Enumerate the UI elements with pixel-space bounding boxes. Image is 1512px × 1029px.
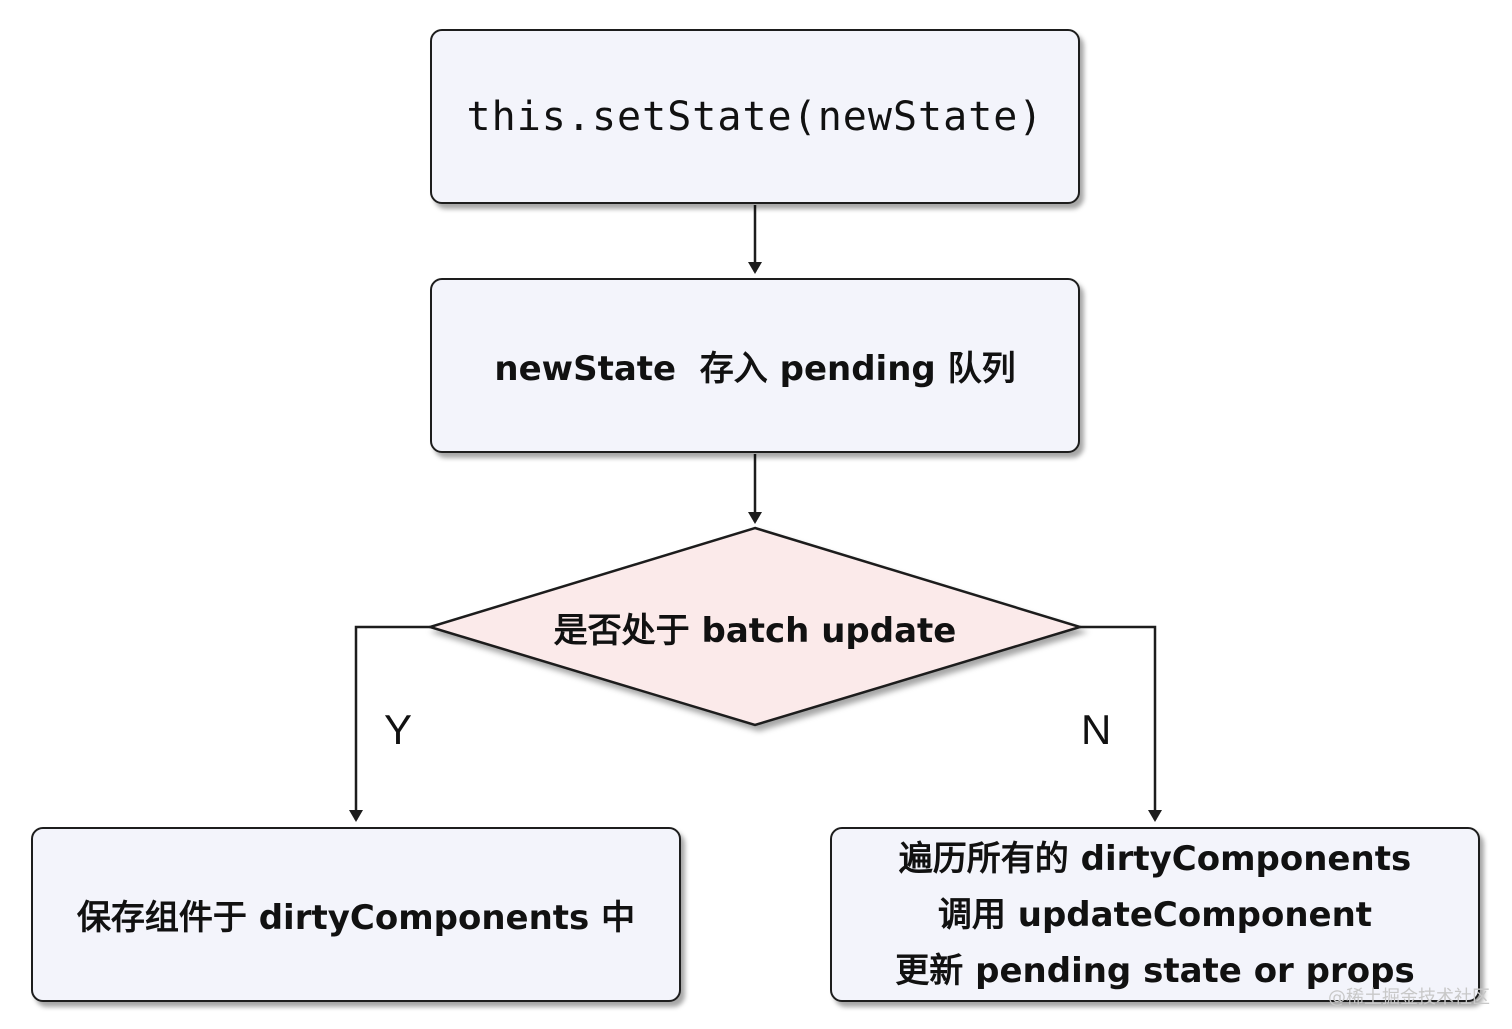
batch-update-question: 是否处于 batch update xyxy=(430,600,1080,654)
batch-update-label: 是否处于 batch update xyxy=(553,610,957,651)
iterate-dirty-components-box: 遍历所有的 dirtyComponents 调用 updateComponent… xyxy=(830,827,1480,1002)
decision-diamond xyxy=(425,526,1085,727)
yes-branch-label: Y xyxy=(384,706,413,753)
setstate-label: this.setState(newState) xyxy=(466,93,1044,140)
pending-queue-label: newState 存入 pending 队列 xyxy=(494,349,1016,389)
watermark: @稀土掘金技术社区 xyxy=(1328,987,1490,1008)
arrow-no-branch xyxy=(1080,625,1162,822)
setstate-box: this.setState(newState) xyxy=(430,29,1080,204)
iterate-line-3: 更新 pending state or props xyxy=(895,950,1415,991)
save-dirty-components-box: 保存组件于 dirtyComponents 中 xyxy=(31,827,681,1002)
arrow-yes-branch xyxy=(349,625,430,822)
iterate-line-1: 遍历所有的 dirtyComponents xyxy=(898,838,1412,879)
iterate-line-2: 调用 updateComponent xyxy=(937,894,1373,935)
save-dirty-components-label: 保存组件于 dirtyComponents 中 xyxy=(76,898,636,938)
pending-queue-box: newState 存入 pending 队列 xyxy=(430,278,1080,453)
no-branch-label: N xyxy=(1081,706,1112,753)
